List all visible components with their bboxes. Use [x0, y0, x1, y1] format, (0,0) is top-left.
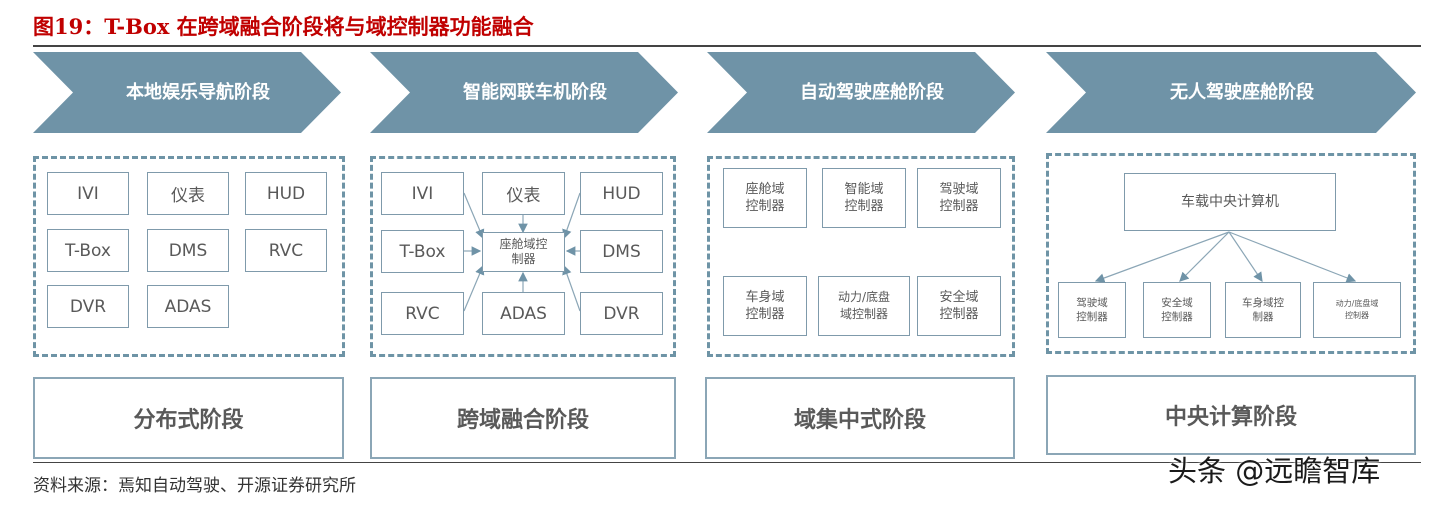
chevron-arrow-icon	[33, 52, 341, 133]
watermark: 头条 @远瞻智库	[1168, 454, 1381, 488]
box-label: 智能域 控制器	[844, 182, 884, 214]
box-cluster: 仪表	[147, 172, 229, 215]
box-intelligent-domain: 智能域 控制器	[822, 168, 906, 228]
box-powertrain-chassis-domain: 动力/底盘域 控制器	[1313, 282, 1401, 338]
box-adas: ADAS	[147, 285, 229, 328]
box-cockpit-domain-controller: 座舱域控 制器	[482, 232, 565, 272]
chevron-stage-3: 自动驾驶座舱阶段	[707, 52, 1015, 133]
box-label: 驾驶域 控制器	[1076, 297, 1108, 323]
box-tbox: T-Box	[47, 229, 129, 272]
box-label: 车载中央计算机	[1181, 193, 1279, 210]
box-dms: DMS	[580, 230, 663, 273]
box-label: 动力/底盘 域控制器	[837, 290, 891, 321]
box-label: 安全域 控制器	[1161, 297, 1193, 323]
title-divider	[33, 45, 1421, 47]
box-safety-domain: 安全域 控制器	[917, 276, 1001, 336]
chevron-arrow-icon	[707, 52, 1015, 133]
center-box-label: 座舱域控 制器	[499, 237, 548, 266]
box-cluster: 仪表	[482, 172, 565, 215]
box-dvr: DVR	[47, 285, 129, 328]
box-hud: HUD	[245, 172, 327, 215]
chevron-arrow-icon	[1046, 52, 1416, 133]
box-adas: ADAS	[482, 292, 565, 335]
box-body-domain: 车身域 控制器	[723, 276, 807, 336]
stage-label-distributed: 分布式阶段	[33, 377, 344, 459]
chevron-stage-2: 智能网联车机阶段	[370, 52, 678, 133]
source-note: 资料来源：焉知自动驾驶、开源证券研究所	[33, 476, 356, 496]
chevron-stage-1: 本地娱乐导航阶段	[33, 52, 341, 133]
box-label: 驾驶域 控制器	[939, 182, 979, 214]
box-dms: DMS	[147, 229, 229, 272]
box-rvc: RVC	[245, 229, 327, 272]
footer-divider	[33, 462, 1421, 463]
box-ivi: IVI	[47, 172, 129, 215]
panel-domain-centralized	[707, 156, 1015, 357]
chevron-label: 自动驾驶座舱阶段	[800, 82, 944, 103]
box-central-vehicle-computer: 车载中央计算机	[1124, 173, 1336, 231]
box-powertrain-chassis-domain: 动力/底盘 域控制器	[818, 276, 910, 336]
box-label: 车身域 控制器	[745, 290, 785, 322]
box-cockpit-domain: 座舱域 控制器	[723, 168, 807, 228]
chevron-stage-4: 无人驾驶座舱阶段	[1046, 52, 1416, 133]
box-tbox: T-Box	[381, 230, 464, 273]
panel-central-computing	[1046, 153, 1416, 354]
box-label: 动力/底盘域 控制器	[1335, 299, 1379, 320]
box-rvc: RVC	[381, 292, 464, 335]
panel-distributed	[33, 156, 345, 357]
box-dvr: DVR	[580, 292, 663, 335]
box-safety-domain: 安全域 控制器	[1143, 282, 1211, 338]
stage-label-central-computing: 中央计算阶段	[1046, 375, 1416, 455]
panel-cross-domain	[370, 156, 676, 357]
chevron-label: 本地娱乐导航阶段	[126, 82, 270, 103]
box-driving-domain: 驾驶域 控制器	[1058, 282, 1126, 338]
box-body-domain: 车身域控 制器	[1225, 282, 1301, 338]
box-label: 车身域控 制器	[1242, 297, 1284, 323]
chevron-label: 无人驾驶座舱阶段	[1170, 82, 1314, 103]
figure-title: 图19：T-Box 在跨域融合阶段将与域控制器功能融合	[33, 14, 534, 39]
stage-label-domain-centralized: 域集中式阶段	[705, 377, 1015, 459]
chevron-arrow-icon	[370, 52, 678, 133]
box-hud: HUD	[580, 172, 663, 215]
box-label: 座舱域 控制器	[745, 182, 785, 214]
box-label: 安全域 控制器	[939, 290, 979, 322]
box-driving-domain: 驾驶域 控制器	[917, 168, 1001, 228]
stage-label-cross-domain: 跨域融合阶段	[370, 377, 676, 459]
box-ivi: IVI	[381, 172, 464, 215]
chevron-label: 智能网联车机阶段	[463, 82, 607, 103]
